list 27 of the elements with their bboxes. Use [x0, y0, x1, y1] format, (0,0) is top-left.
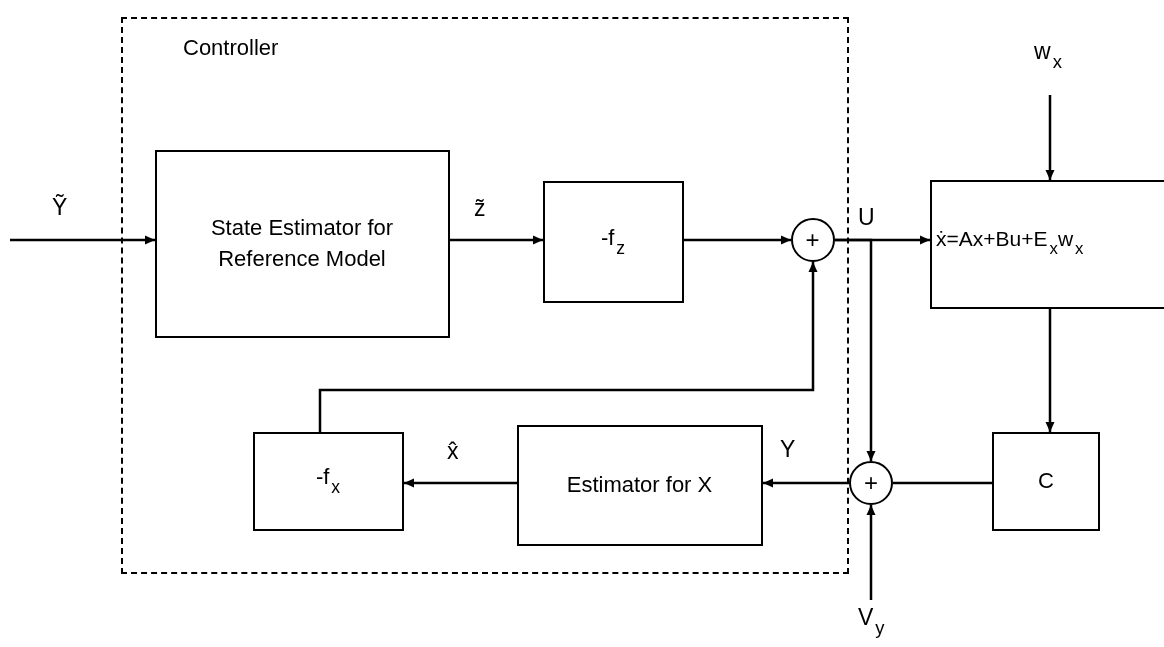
- signal-label: z̃: [474, 197, 486, 220]
- signal-label: Y: [780, 438, 796, 461]
- signal-arrow: [763, 478, 849, 488]
- signal-arrow: [450, 235, 543, 245]
- signal-label: U: [858, 206, 875, 229]
- signal-label: V$_{y}$: [858, 606, 885, 638]
- signal-label: Ỹ: [52, 196, 68, 219]
- block-box: Estimator for X: [516, 424, 763, 546]
- output-block: C: [992, 432, 1100, 531]
- signal-arrow: [1045, 309, 1055, 432]
- signal-arrow: [1045, 95, 1055, 180]
- signal-arrow: [404, 478, 517, 488]
- signal-arrow: [684, 235, 791, 245]
- plant-block: ẋ=Ax+Bu+E$_{x}$w$_{x}$: [930, 180, 1164, 309]
- summing-junction: +: [849, 461, 893, 505]
- gain-block: -f$_{z}$: [542, 180, 684, 303]
- group-title: Controller: [183, 34, 279, 62]
- signal-arrow: [10, 235, 155, 245]
- summing-junction: +: [790, 217, 835, 262]
- signal-arrow: [866, 505, 876, 600]
- signal-arrow: [835, 238, 876, 461]
- signal-label: x̂: [447, 440, 459, 463]
- signal-label: w$_{x}$: [1034, 40, 1062, 72]
- gain-block: -f$_{x}$: [252, 431, 404, 531]
- signal-arrow: [318, 262, 818, 432]
- controller-boundary: [121, 17, 849, 574]
- block-box: State Estimator for Reference Model: [154, 149, 450, 338]
